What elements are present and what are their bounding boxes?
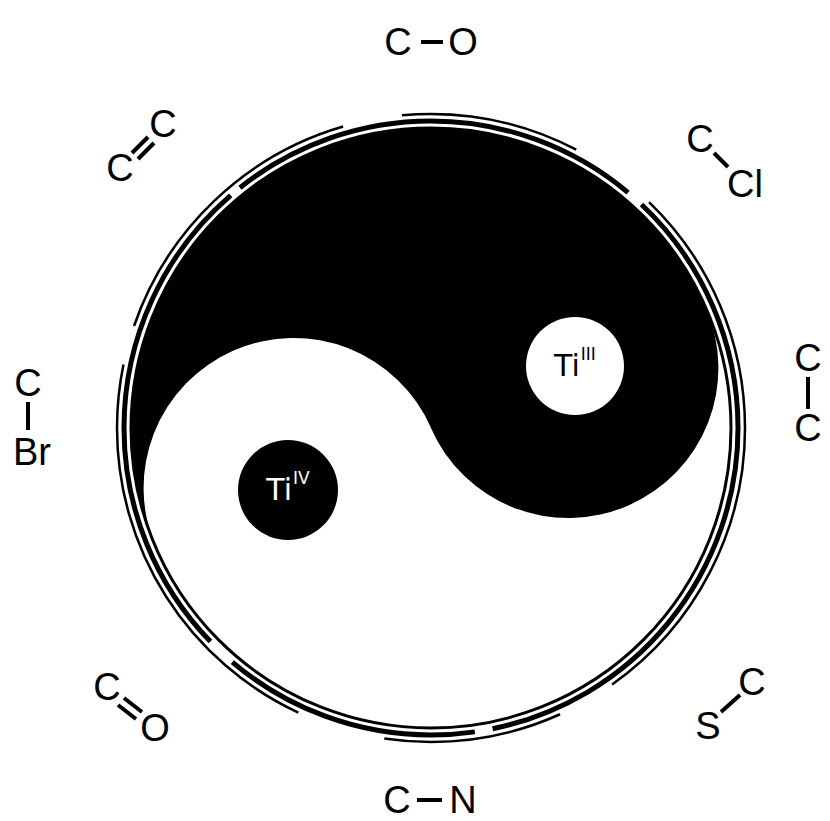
titanium-dot: TiIV (238, 440, 338, 540)
element-symbol: Ti (266, 475, 292, 505)
element-symbol: Ti (554, 351, 580, 381)
atom-symbol: O (448, 23, 478, 61)
black-half (131, 128, 718, 548)
atom-symbol: C (794, 339, 821, 377)
titanium-dot: TiIII (526, 317, 624, 415)
white-half (131, 128, 731, 728)
atom-symbol: C (738, 663, 765, 701)
oxidation-state: III (581, 346, 596, 363)
single-bond (721, 695, 740, 712)
atom-symbol: C (106, 149, 133, 187)
atom-symbol: C (383, 781, 410, 819)
oxidation-state: IV (293, 470, 310, 487)
brush-ring (117, 114, 745, 742)
double-bond (124, 698, 142, 712)
atom-symbol: C (686, 120, 713, 158)
atom-symbol: C (149, 105, 176, 143)
yin-yang (131, 128, 731, 728)
single-bond (26, 402, 30, 430)
atom-symbol: C (14, 364, 41, 402)
atom-symbol: S (695, 707, 720, 745)
atom-symbol: C (93, 668, 120, 706)
atom-symbol: N (449, 781, 476, 819)
single-bond (421, 40, 443, 44)
single-bond (806, 377, 810, 409)
atom-symbol: C (384, 23, 411, 61)
atom-symbol: O (140, 709, 170, 747)
single-bond (417, 798, 442, 802)
atom-symbol: Br (13, 433, 51, 471)
atom-symbol: C (794, 409, 821, 447)
brush-ring (124, 121, 738, 735)
bond-lines (28, 42, 808, 800)
atom-symbol: Cl (727, 165, 763, 203)
double-bond (138, 143, 154, 159)
single-bond (714, 153, 728, 167)
